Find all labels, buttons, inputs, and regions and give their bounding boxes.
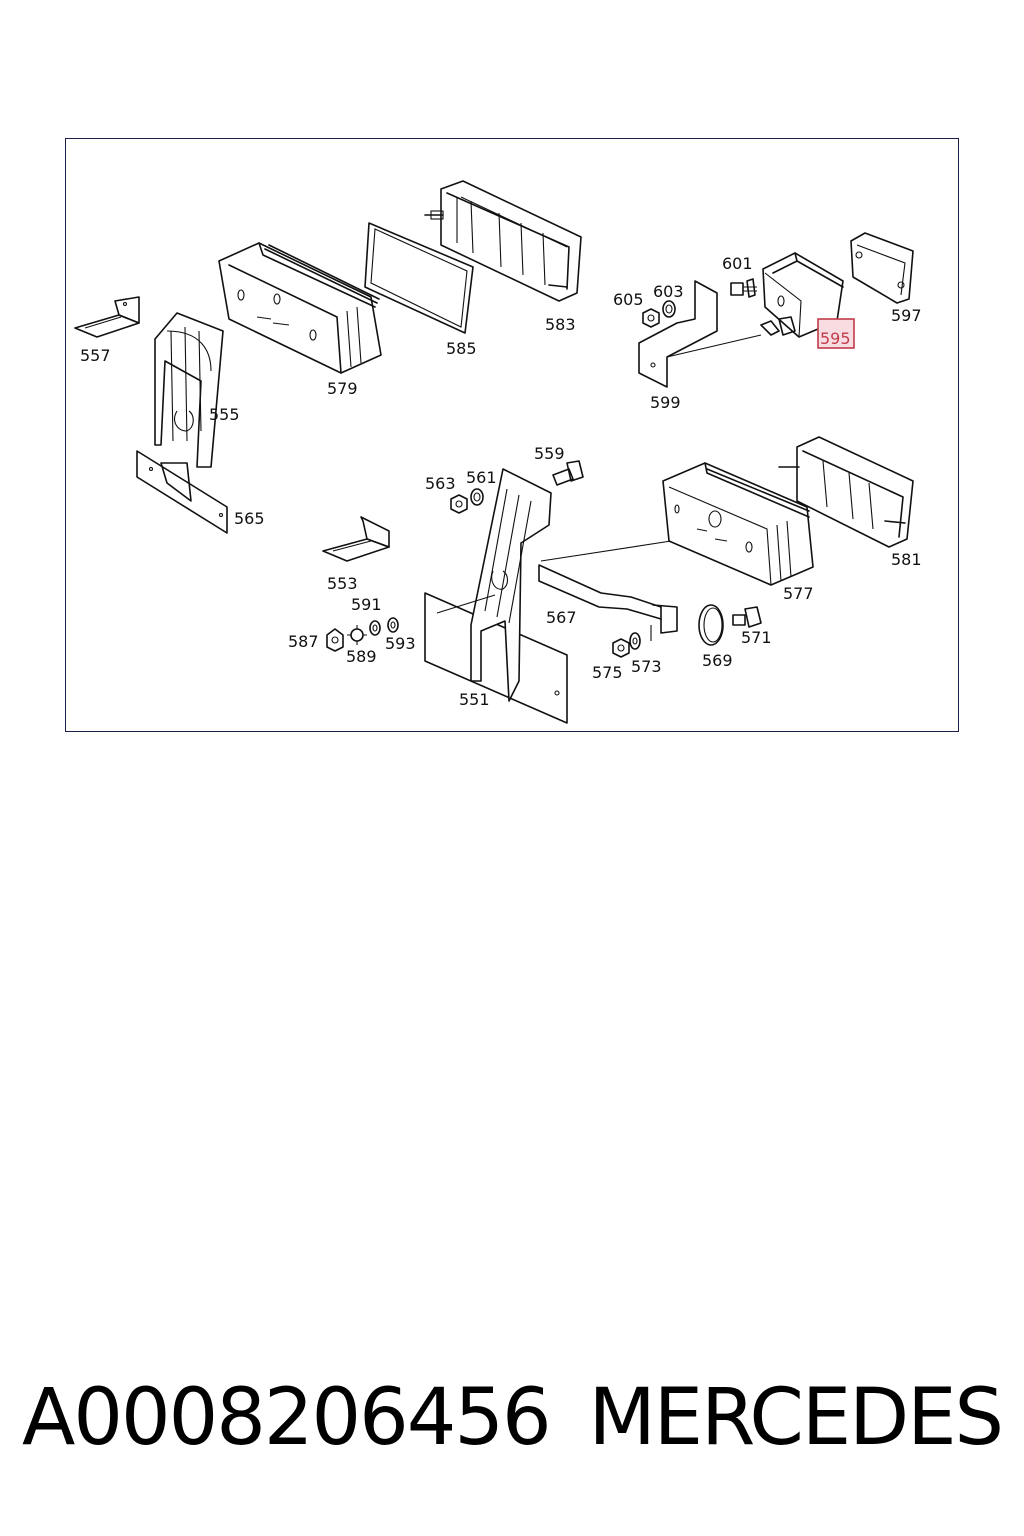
part-597-lens	[850, 232, 914, 304]
label-599: 599	[650, 393, 681, 412]
part-591-washer	[369, 620, 381, 636]
part-601-bolt	[730, 278, 757, 298]
label-587: 587	[288, 632, 319, 651]
label-555: 555	[209, 405, 240, 424]
part-number: A0008206456	[22, 1373, 552, 1463]
part-579-lamp-housing	[218, 242, 382, 374]
part-593-washer	[387, 617, 399, 633]
label-557: 557	[80, 346, 111, 365]
label-563: 563	[425, 474, 456, 493]
label-575: 575	[592, 663, 623, 682]
label-569: 569	[702, 651, 733, 670]
part-565-plate	[136, 450, 228, 534]
label-593: 593	[385, 634, 416, 653]
part-583-lens	[424, 180, 582, 302]
diagram-frame: 557 555 565 579 585 583 605 603 601 595 …	[65, 138, 959, 732]
part-585-gasket	[364, 222, 474, 334]
part-561-washer	[470, 488, 484, 506]
highlight-box-595	[817, 318, 855, 349]
label-601: 601	[722, 254, 753, 273]
label-573: 573	[631, 657, 662, 676]
label-603: 603	[653, 282, 684, 301]
part-603-washer	[662, 300, 676, 318]
part-557-bracket	[74, 296, 140, 338]
part-563-nut	[450, 494, 468, 514]
label-579: 579	[327, 379, 358, 398]
part-567-bracket	[538, 540, 678, 641]
footer: A0008206456 MERCEDES	[0, 1368, 1024, 1478]
label-583: 583	[545, 315, 576, 334]
part-553-bracket	[322, 516, 390, 562]
label-551: 551	[459, 690, 490, 709]
label-559: 559	[534, 444, 565, 463]
part-605-nut	[642, 308, 660, 328]
part-569-disc	[698, 604, 724, 646]
brand-name: MERCEDES	[588, 1373, 1004, 1463]
label-567: 567	[546, 608, 577, 627]
label-585: 585	[446, 339, 477, 358]
part-573-washer	[629, 632, 641, 650]
part-555-bracket	[154, 312, 224, 468]
label-565: 565	[234, 509, 265, 528]
label-561: 561	[466, 468, 497, 487]
label-595[interactable]: 595	[820, 329, 851, 348]
parts-diagram: 557 555 565 579 585 583 605 603 601 595 …	[74, 180, 922, 724]
part-551-bracket	[424, 468, 568, 724]
part-589-lock-washer	[347, 625, 367, 645]
part-577-lamp-housing	[662, 462, 814, 586]
part-559-bolt	[552, 460, 584, 486]
label-571: 571	[741, 628, 772, 647]
part-599-bracket	[638, 280, 762, 388]
label-581: 581	[891, 550, 922, 569]
part-581-lens	[778, 436, 914, 548]
label-577: 577	[783, 584, 814, 603]
label-553: 553	[327, 574, 358, 593]
part-571-bolt	[732, 606, 762, 628]
part-587-nut	[326, 628, 344, 652]
part-575-nut	[612, 638, 630, 658]
label-589: 589	[346, 647, 377, 666]
label-591: 591	[351, 595, 382, 614]
label-597: 597	[891, 306, 922, 325]
label-605: 605	[613, 290, 644, 309]
